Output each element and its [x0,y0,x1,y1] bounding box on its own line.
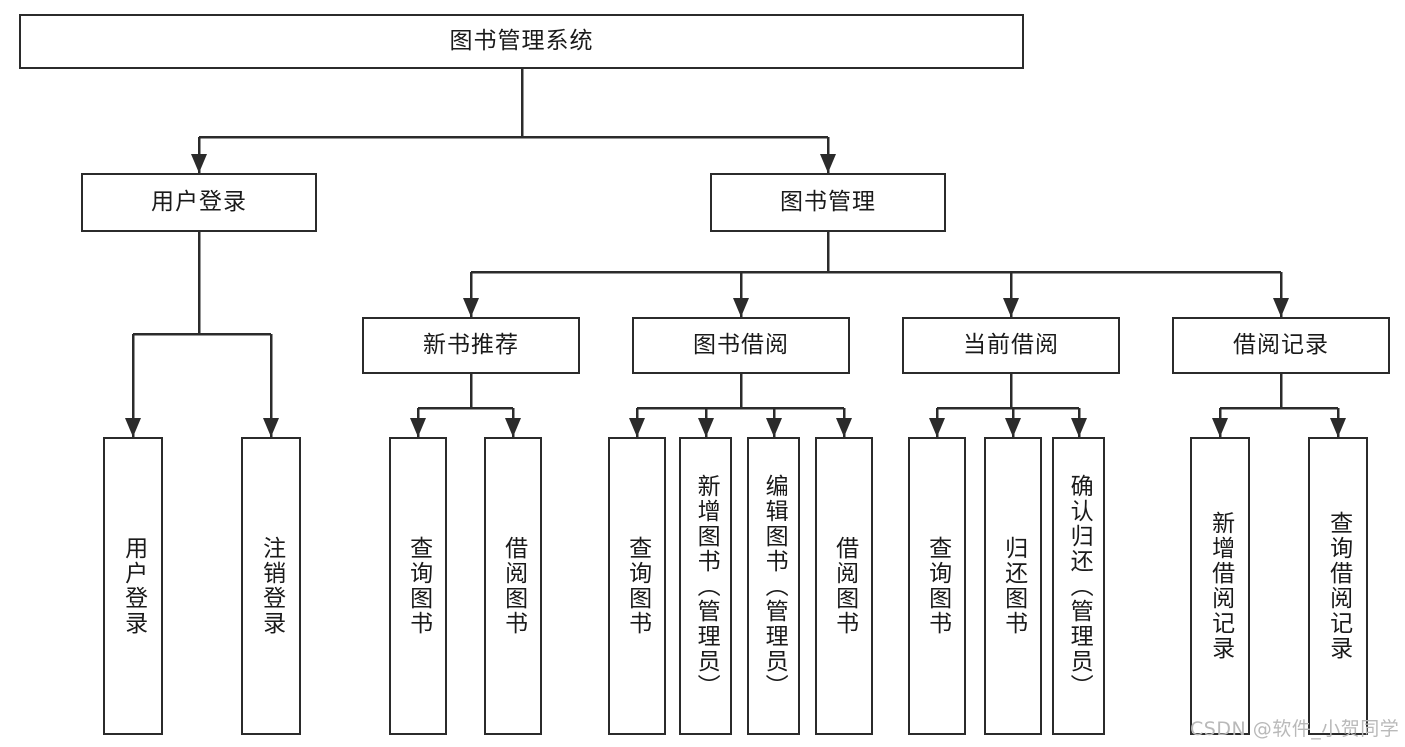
arrowhead-icon [733,298,749,317]
arrowhead-icon [410,418,426,437]
arrowhead-icon [820,154,836,173]
node-l-qbook2: 查询图书 [608,437,666,735]
node-label: 新书推荐 [423,331,519,358]
node-label: 查询图书 [624,536,651,636]
node-newbook: 新书推荐 [362,317,580,374]
node-l-bbook1: 借阅图书 [484,437,542,735]
node-login: 用户登录 [81,173,317,232]
node-record: 借阅记录 [1172,317,1390,374]
arrowhead-icon [505,418,521,437]
node-label: 注销登录 [258,536,285,636]
node-label: 借阅记录 [1233,331,1329,358]
arrowhead-icon [1212,418,1228,437]
arrowhead-icon [1330,418,1346,437]
node-label: 编辑图书（管理员） [761,473,788,699]
node-label: 查询借阅记录 [1325,511,1352,661]
node-label: 图书借阅 [693,331,789,358]
arrowhead-icon [629,418,645,437]
arrowhead-icon [929,418,945,437]
node-l-confirm: 确认归还（管理员） [1052,437,1105,735]
node-bookmgr: 图书管理 [710,173,946,232]
node-label: 归还图书 [1000,536,1027,636]
node-label: 借阅图书 [500,536,527,636]
node-label: 借阅图书 [831,536,858,636]
node-l-addrec: 新增借阅记录 [1190,437,1250,735]
arrowhead-icon [1071,418,1087,437]
node-l-userlogin: 用户登录 [103,437,163,735]
node-current: 当前借阅 [902,317,1120,374]
node-l-logout: 注销登录 [241,437,301,735]
node-root: 图书管理系统 [19,14,1024,69]
arrowhead-icon [1005,418,1021,437]
arrowhead-icon [1003,298,1019,317]
node-borrow: 图书借阅 [632,317,850,374]
arrowhead-icon [125,418,141,437]
arrowhead-icon [191,154,207,173]
arrowhead-icon [836,418,852,437]
node-label: 确认归还（管理员） [1066,473,1093,699]
node-l-editbook: 编辑图书（管理员） [747,437,800,735]
node-label: 用户登录 [120,536,147,636]
node-label: 图书管理系统 [449,27,594,54]
node-label: 新增图书（管理员） [693,473,720,699]
arrowhead-icon [1273,298,1289,317]
node-label: 查询图书 [924,536,951,636]
node-l-return: 归还图书 [984,437,1042,735]
arrowhead-icon [263,418,279,437]
node-l-qbook3: 查询图书 [908,437,966,735]
node-label: 当前借阅 [963,331,1059,358]
node-l-addbook: 新增图书（管理员） [679,437,732,735]
node-l-qrec: 查询借阅记录 [1308,437,1368,735]
node-l-bbook2: 借阅图书 [815,437,873,735]
node-label: 查询图书 [405,536,432,636]
arrowhead-icon [463,298,479,317]
arrowhead-icon [698,418,714,437]
node-label: 图书管理 [780,188,876,215]
node-label: 新增借阅记录 [1207,511,1234,661]
node-label: 用户登录 [151,188,247,215]
node-l-qbook1: 查询图书 [389,437,447,735]
arrowhead-icon [766,418,782,437]
